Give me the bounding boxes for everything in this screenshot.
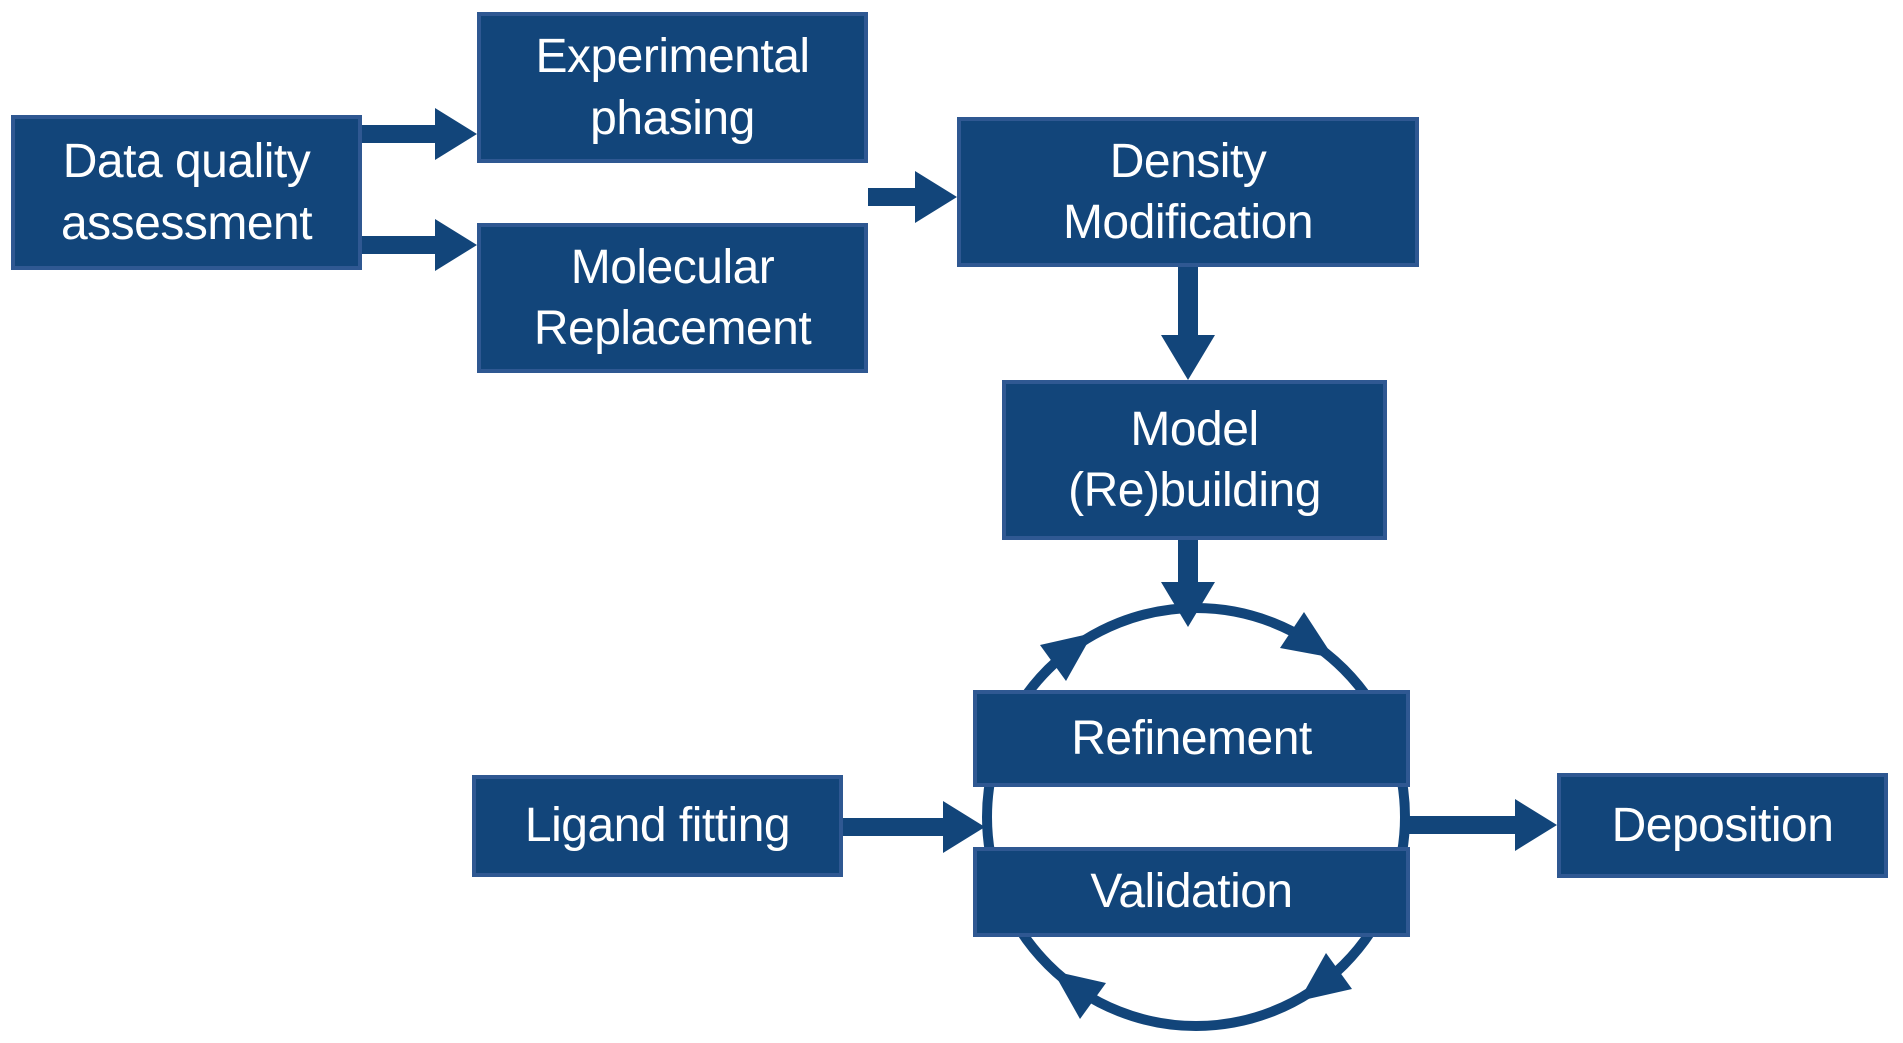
node-ligand-fitting: Ligand fitting [472, 775, 843, 877]
node-label-line: Replacement [533, 302, 812, 355]
node-molecular-replacement: Molecular Replacement [477, 223, 868, 373]
node-refinement: Refinement [973, 690, 1410, 787]
node-label-line: Deposition [1611, 798, 1834, 852]
arrow-phasing-to-density-modification [868, 171, 957, 223]
arrow-ligand-to-cycle [843, 801, 985, 853]
node-label-line: assessment [60, 196, 313, 250]
cycle-arrowhead-bottom-left-icon [1053, 971, 1106, 1019]
node-label-line: Refinement [1071, 711, 1312, 765]
node-model-rebuilding: Model (Re)building [1002, 380, 1387, 540]
node-deposition: Deposition [1557, 773, 1888, 878]
node-label-line: Data quality [62, 135, 311, 189]
node-label-line: Model [1130, 402, 1259, 456]
arrow-dqa-to-experimental-phasing [362, 108, 477, 160]
cycle-circle [982, 603, 1410, 1031]
node-label-line: Ligand fitting [524, 799, 791, 853]
node-label-line: (Re)building [1068, 464, 1321, 517]
node-label-line: Density [1109, 134, 1267, 188]
cycle-arrowhead-top-left-icon [1040, 633, 1093, 681]
cycle-arrowhead-top-right-icon [1280, 612, 1334, 658]
node-density-modification: Density Modification [957, 117, 1419, 267]
node-experimental-phasing: Experimental phasing [477, 12, 868, 163]
node-label-line: Molecular [570, 240, 775, 294]
arrow-density-to-model-rebuilding [1161, 267, 1215, 380]
node-label-line: Validation [1090, 865, 1293, 919]
cycle-arrowhead-bottom-right-icon [1299, 953, 1352, 1001]
node-data-quality-assessment: Data quality assessment [11, 115, 362, 270]
arrow-dqa-to-molecular-replacement [362, 219, 477, 271]
node-label-line: Modification [1062, 196, 1314, 249]
arrow-model-to-cycle [1161, 540, 1215, 627]
arrow-cycle-to-deposition [1405, 799, 1557, 851]
node-label-line: Experimental [535, 30, 810, 84]
node-label-line: phasing [590, 91, 755, 145]
node-validation: Validation [973, 847, 1410, 937]
